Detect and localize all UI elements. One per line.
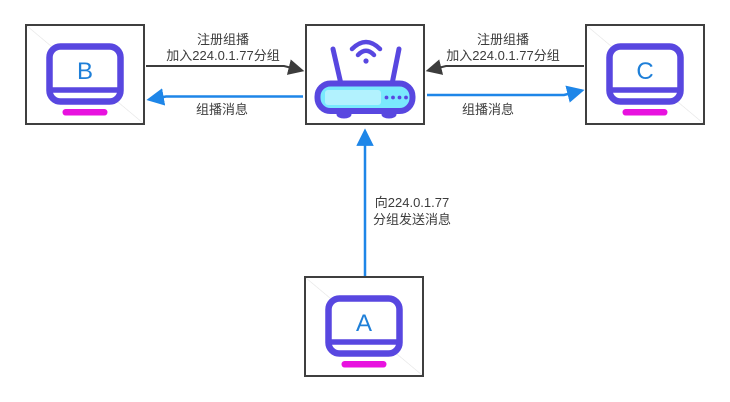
host-b-letter: B: [76, 58, 93, 85]
node-router[interactable]: [305, 24, 425, 125]
edge-b-register-arrow: [146, 59, 305, 75]
node-host-a[interactable]: A: [304, 276, 424, 377]
edge-label-c-register: 注册组播 加入224.0.1.77分组: [446, 32, 560, 63]
edge-label-a-send: 向224.0.1.77 分组发送消息: [372, 195, 452, 227]
edge-label-b-register: 注册组播 加入224.0.1.77分组: [166, 32, 280, 63]
node-host-b[interactable]: B: [25, 24, 145, 125]
host-a-letter: A: [355, 310, 372, 337]
edge-c-register-arrow: [425, 59, 584, 75]
edge-multicast-to-c-arrow: [427, 85, 585, 103]
edge-label-multicast-to-b: 组播消息: [195, 102, 249, 117]
edge-multicast-to-b-arrow: [146, 88, 303, 106]
router-icon: [314, 39, 416, 119]
host-c-letter: C: [636, 58, 654, 85]
laptop-icon: [46, 43, 124, 116]
laptop-icon: [325, 295, 403, 368]
node-host-c[interactable]: C: [585, 24, 705, 125]
laptop-icon: [606, 43, 684, 116]
edge-label-multicast-to-c: 组播消息: [461, 102, 515, 117]
